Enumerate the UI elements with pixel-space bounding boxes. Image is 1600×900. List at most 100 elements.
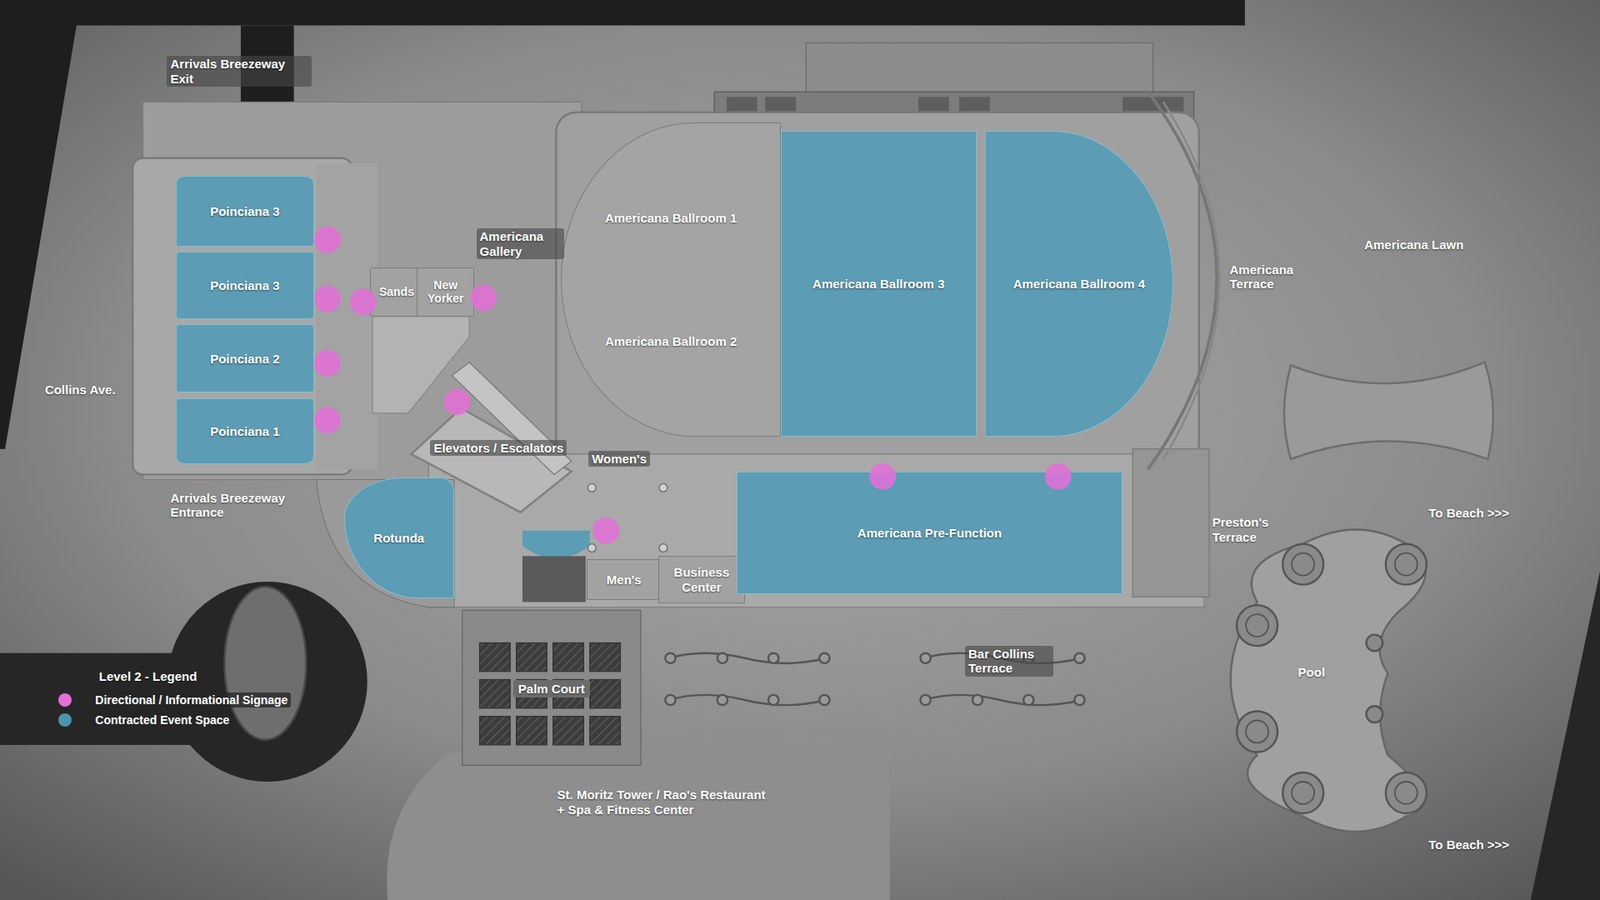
pool-outline [1395, 553, 1418, 576]
terrace-planters [768, 653, 779, 664]
street-label: Collins Ave. [45, 382, 116, 397]
building-walls [316, 163, 378, 470]
signage-dot [314, 285, 341, 313]
terrace-planters [768, 695, 779, 705]
pool-outline [1236, 544, 1427, 814]
terrace-planters [920, 653, 930, 664]
legend-text: Directional / Informational Signage [91, 692, 291, 708]
ballroom: Americana Ballroom 1 Americana Ballroom 2 [560, 122, 780, 437]
pool-outline [1245, 614, 1269, 637]
terrace-planters [1023, 695, 1034, 705]
room-name: New Yorker [420, 278, 471, 305]
building-walls [522, 555, 586, 602]
lawn-feature [1284, 362, 1494, 460]
building-walls [587, 544, 596, 553]
room-name: Americana Ballroom 1 [605, 210, 737, 225]
area-label: Elevators / Escalators [430, 440, 567, 456]
terrace-planters [923, 695, 1082, 705]
pool-outline [1230, 530, 1427, 832]
room-name: Americana Ballroom 3 [812, 276, 945, 291]
area-label: Americana Terrace [1230, 262, 1312, 292]
signage-dot [592, 517, 620, 545]
palm-court-grid [553, 642, 585, 671]
terrace-planters [819, 653, 830, 664]
palm-court-grid [480, 716, 511, 745]
room-name: Rotunda [373, 530, 425, 545]
terrace-planters [1074, 653, 1085, 664]
pool-outline [1282, 544, 1324, 585]
signage-dot [314, 407, 341, 435]
meeting-room: Sands [370, 267, 424, 317]
building-walls [659, 483, 668, 492]
meeting-room: New Yorker [416, 267, 475, 317]
ground [386, 753, 890, 900]
terrace-planters [819, 695, 830, 705]
building-walls [132, 42, 1220, 607]
signage-dot [444, 389, 471, 416]
room-name: Americana Pre-Function [857, 525, 1002, 540]
signage-dot [470, 285, 497, 312]
signage-dot [314, 226, 1072, 545]
ballroom: Americana Ballroom 4 [985, 130, 1175, 437]
ground [0, 0, 1245, 450]
terrace-planters [1074, 695, 1085, 705]
room-name: Poinciana 1 [210, 424, 280, 439]
building-walls [726, 96, 758, 112]
terrace-planters [717, 695, 728, 705]
entrance-label: Arrivals Breezeway Exit [166, 55, 311, 87]
event-room: Poinciana 1 [175, 398, 315, 465]
room-name: Sands [379, 285, 415, 299]
room-name: Americana Ballroom 4 [1013, 276, 1145, 291]
room-name: Business Center [662, 565, 741, 595]
building-walls [765, 96, 796, 112]
prefunction-space: Americana Pre-Function [736, 471, 1123, 595]
terrace-planters [665, 695, 675, 705]
pool-outline [1236, 605, 1278, 646]
building-walls [805, 42, 1153, 94]
room-name: Poinciana 3 [210, 278, 280, 293]
building-walls [555, 112, 1199, 465]
room-name: Americana Ballroom 2 [605, 334, 737, 349]
entrance-label: Arrivals Breezeway Entrance [170, 490, 308, 520]
signage-dot [869, 463, 896, 490]
signage-dot [314, 226, 341, 254]
ground [1530, 571, 1600, 900]
room-name: Men's [606, 572, 642, 587]
area-label: Americana Lawn [1364, 237, 1464, 252]
palm-court-grid [553, 716, 585, 745]
area-label: Americana Gallery [476, 228, 565, 260]
lawn-feature [1284, 362, 1494, 460]
pool-label: Pool [1298, 665, 1326, 680]
pool-outline [1245, 553, 1418, 805]
pool-outline [1291, 553, 1315, 576]
palm-court-grid [590, 642, 621, 671]
building-walls [372, 316, 470, 414]
terrace-planters [717, 653, 728, 664]
legend-item: Contracted Event Space [58, 712, 291, 728]
terrace-planters [668, 695, 827, 705]
palm-court-grid [480, 642, 511, 671]
palm-court-grid [480, 680, 511, 709]
room-name: Poinciana 3 [210, 204, 280, 219]
terrace-planters [972, 695, 983, 705]
pool-outline [1236, 710, 1278, 752]
rotunda-room: Rotunda [344, 477, 455, 598]
pool-outline [1385, 544, 1427, 585]
event-room: Poinciana 2 [175, 324, 315, 393]
pool-outline [1282, 772, 1324, 814]
service-room: Business Center [658, 555, 745, 604]
palm-court-grid [516, 716, 548, 745]
direction-label: To Beach >>> [1428, 505, 1510, 520]
palm-court-grid [516, 642, 548, 671]
room-name: Palm Court [513, 680, 590, 698]
courtyard: Palm Court [462, 612, 641, 766]
pool-outline [1366, 705, 1384, 723]
direction-label: To Beach >>> [1428, 837, 1510, 852]
palm-court-grid [462, 610, 641, 765]
pool-outline [1291, 781, 1315, 805]
palm-court-grid [462, 610, 641, 765]
